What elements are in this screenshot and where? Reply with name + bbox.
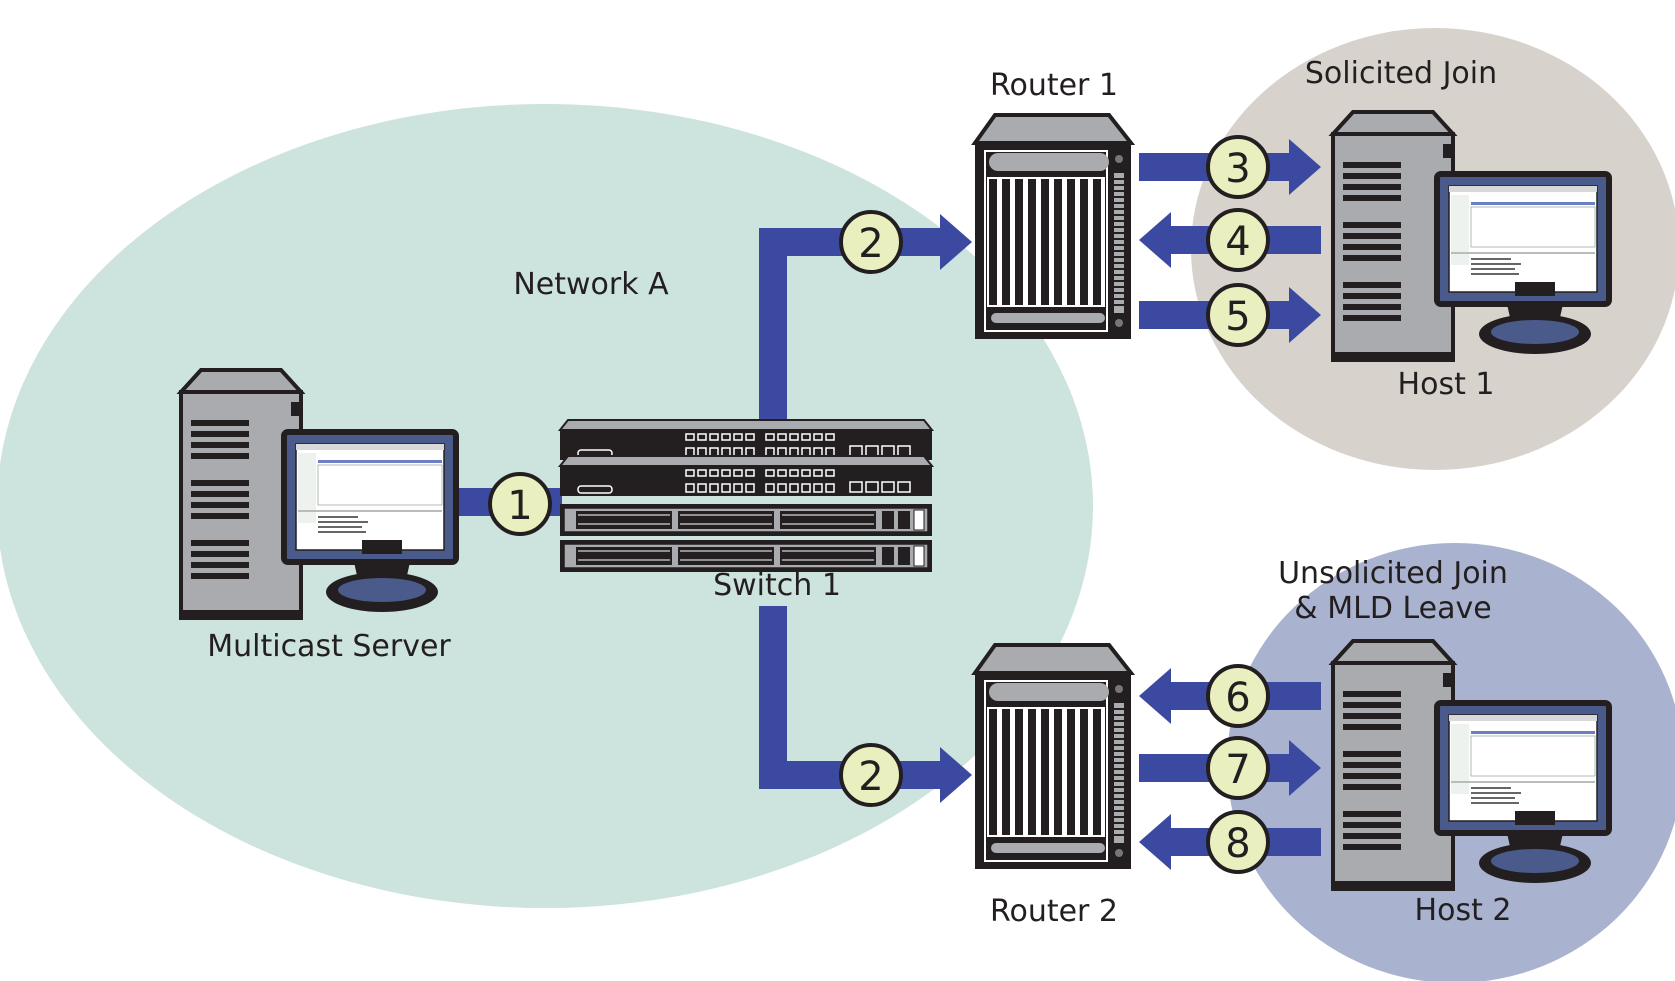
step-label: 1 (507, 483, 532, 529)
step-label: 6 (1225, 675, 1250, 721)
step-badge: 7 (1206, 736, 1270, 800)
link-switch-router2-arrowhead (940, 747, 972, 803)
link-switch-router1-arrowhead (940, 214, 972, 270)
router-1-label: Router 1 (990, 68, 1118, 103)
router-2-label: Router 2 (990, 894, 1118, 929)
router-2-icon (973, 643, 1133, 871)
switch-1 (559, 419, 933, 573)
unsolicited-join-label: Unsolicited Join (1278, 556, 1508, 591)
switch-unit-2-icon (559, 455, 933, 497)
step-badge: 8 (1206, 810, 1270, 874)
step-badge: 6 (1206, 664, 1270, 728)
step-badge: 2 (839, 210, 903, 274)
switch-1-label: Switch 1 (713, 568, 841, 603)
step-badge: 5 (1206, 283, 1270, 347)
multicast-server-label: Multicast Server (207, 629, 451, 664)
step-label: 5 (1225, 294, 1250, 340)
solicited-join-label: Solicited Join (1305, 56, 1497, 91)
mld-leave-label: & MLD Leave (1294, 591, 1491, 626)
step-label: 4 (1225, 219, 1250, 265)
step-badge: 2 (839, 743, 903, 807)
router-1-icon (973, 113, 1133, 341)
step-label: 3 (1225, 146, 1250, 192)
step-label: 2 (858, 221, 883, 267)
step-label: 8 (1225, 821, 1250, 867)
step-label: 7 (1225, 747, 1250, 793)
host-1-label: Host 1 (1398, 367, 1495, 402)
network-a-label: Network A (513, 267, 669, 302)
switch-icon (559, 419, 933, 461)
switch-unit-3-icon (559, 503, 933, 537)
step-badge: 3 (1206, 135, 1270, 199)
step-badge: 1 (488, 472, 552, 536)
step-badge: 4 (1206, 208, 1270, 272)
step-label: 2 (858, 754, 883, 800)
host-2-label: Host 2 (1415, 893, 1512, 928)
